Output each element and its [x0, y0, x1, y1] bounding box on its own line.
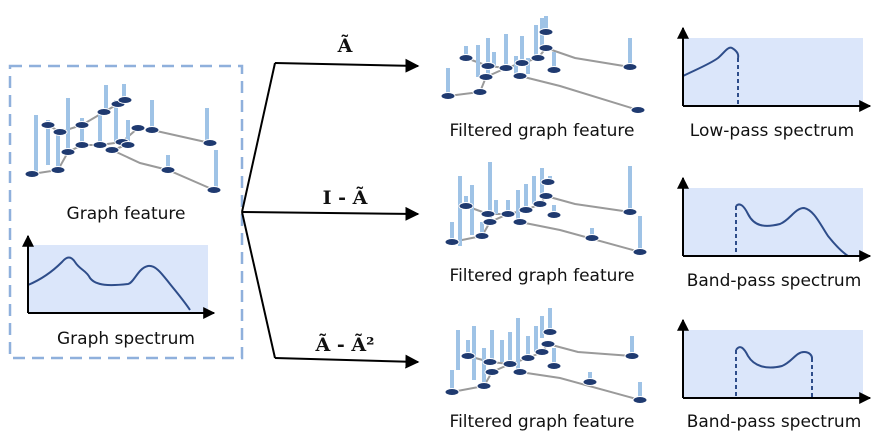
branch-arrow-1 [274, 58, 420, 73]
spectrum-caption-3: Band-pass spectrum [687, 412, 862, 432]
band-pass-2-curve [735, 346, 813, 369]
operator-label-3: Ã - Ã² [315, 333, 375, 356]
filtered-feature-caption-2: Filtered graph feature [450, 266, 635, 286]
input-spectrum-curve [27, 256, 191, 311]
filtered-graph-feature-1 [440, 16, 646, 114]
filtered-feature-caption-3: Filtered graph feature [450, 412, 635, 432]
input-feature-caption: Graph feature [67, 204, 186, 224]
input-graph-bars [34, 84, 218, 190]
branch-arrow-3 [274, 354, 420, 369]
low-pass-curve [682, 46, 740, 77]
input-spectrum-caption: Graph spectrum [57, 329, 195, 349]
spectrum-caption-2: Band-pass spectrum [687, 271, 862, 291]
input-dashed-box [8, 64, 244, 360]
operator-label-2: I - Ã [323, 186, 368, 209]
low-pass-spectrum-plot [677, 26, 872, 112]
input-spectrum-background [28, 245, 208, 313]
operator-label-1: Ã [337, 34, 353, 57]
band-pass-spectrum-plot-2 [677, 318, 872, 404]
branch-connectors [241, 62, 276, 359]
input-graph-nodes [24, 96, 222, 194]
spectrum-caption-1: Low-pass spectrum [690, 121, 854, 141]
band-pass-1-curve [735, 203, 849, 257]
branch-arrow-2 [241, 206, 420, 221]
band-pass-spectrum-plot-1 [677, 176, 872, 262]
input-spectrum-plot [22, 234, 216, 319]
filtered-feature-caption-1: Filtered graph feature [450, 121, 635, 141]
filtered-graph-feature-3 [444, 308, 648, 404]
input-graph-feature [24, 84, 222, 194]
filtered-graph-feature-2 [444, 162, 648, 256]
